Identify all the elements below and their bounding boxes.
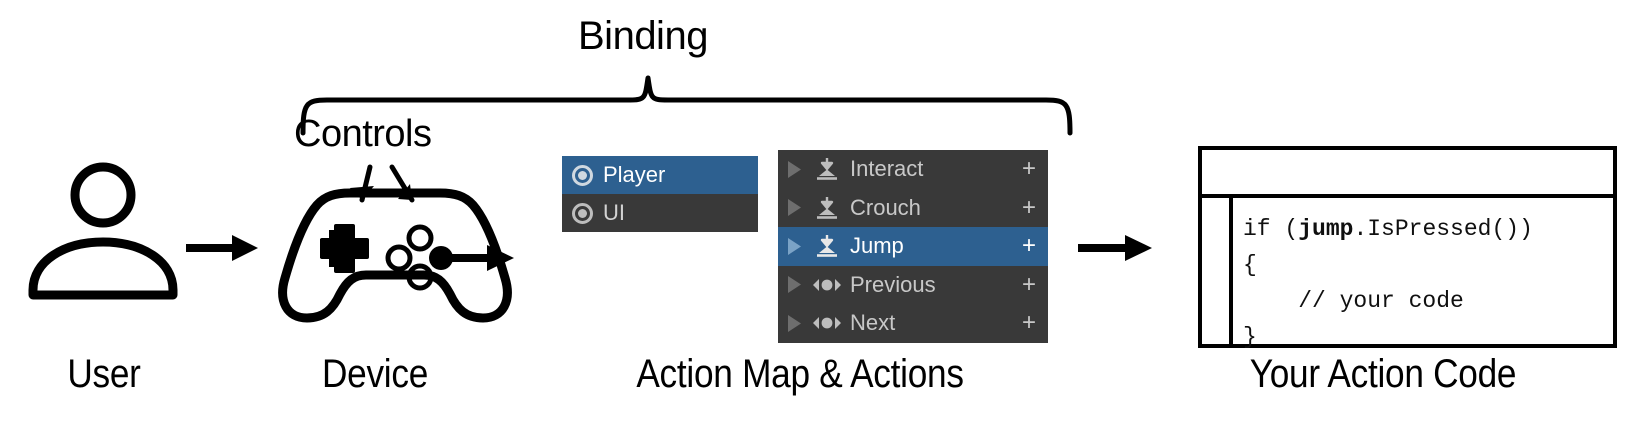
code-line-1-pre: if ( [1243,216,1299,242]
action-row-next[interactable]: Next + [778,304,1048,343]
radio-button-icon [572,202,593,224]
fold-triangle-icon[interactable] [786,314,810,333]
button-action-icon [812,196,842,220]
caption-action-map: Action Map & Actions [636,352,964,396]
action-row-label: Crouch [850,194,921,220]
caption-code: Your Action Code [1249,352,1517,396]
code-line-1: if (jump.IsPressed()) [1243,216,1533,242]
gamepad-icon [278,188,512,323]
fold-triangle-icon[interactable] [786,160,810,179]
action-row-label: Previous [850,271,936,297]
action-map-panel[interactable]: Player UI [562,156,758,232]
add-binding-button[interactable]: + [1021,270,1036,298]
action-map-row-player[interactable]: Player [562,156,758,194]
caption-device: Device [321,352,429,396]
button-action-icon [812,234,842,258]
add-binding-button[interactable]: + [1021,309,1036,337]
controls-label: Controls [294,113,432,155]
caption-user: User [67,352,141,396]
arrow-user-to-device [186,235,258,261]
action-row-jump[interactable]: Jump + [778,227,1048,266]
arrow-actions-to-code [1078,235,1152,261]
binding-brace [300,75,1073,136]
person-icon [28,162,178,300]
actions-panel[interactable]: Interact + Crouch + [778,150,1048,343]
binding-label: Binding [578,14,708,58]
action-row-previous[interactable]: Previous + [778,265,1048,304]
button-action-icon [812,157,842,181]
action-row-interact[interactable]: Interact + [778,150,1048,189]
code-window-frame [1198,146,1617,348]
action-row-label: Next [850,310,896,336]
fold-triangle-icon[interactable] [786,275,810,294]
arrow-device-to-actions [450,245,514,271]
action-map-row-ui[interactable]: UI [562,194,758,232]
code-line-1-post: .IsPressed()) [1353,216,1533,242]
fold-triangle-icon[interactable] [786,237,810,256]
code-line-2: { [1243,252,1257,278]
action-row-crouch[interactable]: Crouch + [778,188,1048,227]
action-map-row-label: Player [603,162,666,187]
action-row-label: Interact [850,156,924,182]
radio-button-icon [572,164,593,186]
fold-triangle-icon[interactable] [786,198,810,217]
code-line-4: } [1243,324,1257,350]
add-binding-button[interactable]: + [1021,155,1036,183]
add-binding-button[interactable]: + [1021,193,1036,221]
axis-1d-action-icon [812,277,842,293]
code-line-3: // your code [1243,288,1464,314]
code-block: if (jump.IsPressed()) { // your code } [1243,211,1533,355]
code-line-1-identifier: jump [1298,216,1354,242]
add-binding-button[interactable]: + [1021,232,1036,260]
axis-1d-action-icon [812,315,842,331]
action-map-row-label: UI [603,200,625,225]
action-row-label: Jump [850,233,904,259]
